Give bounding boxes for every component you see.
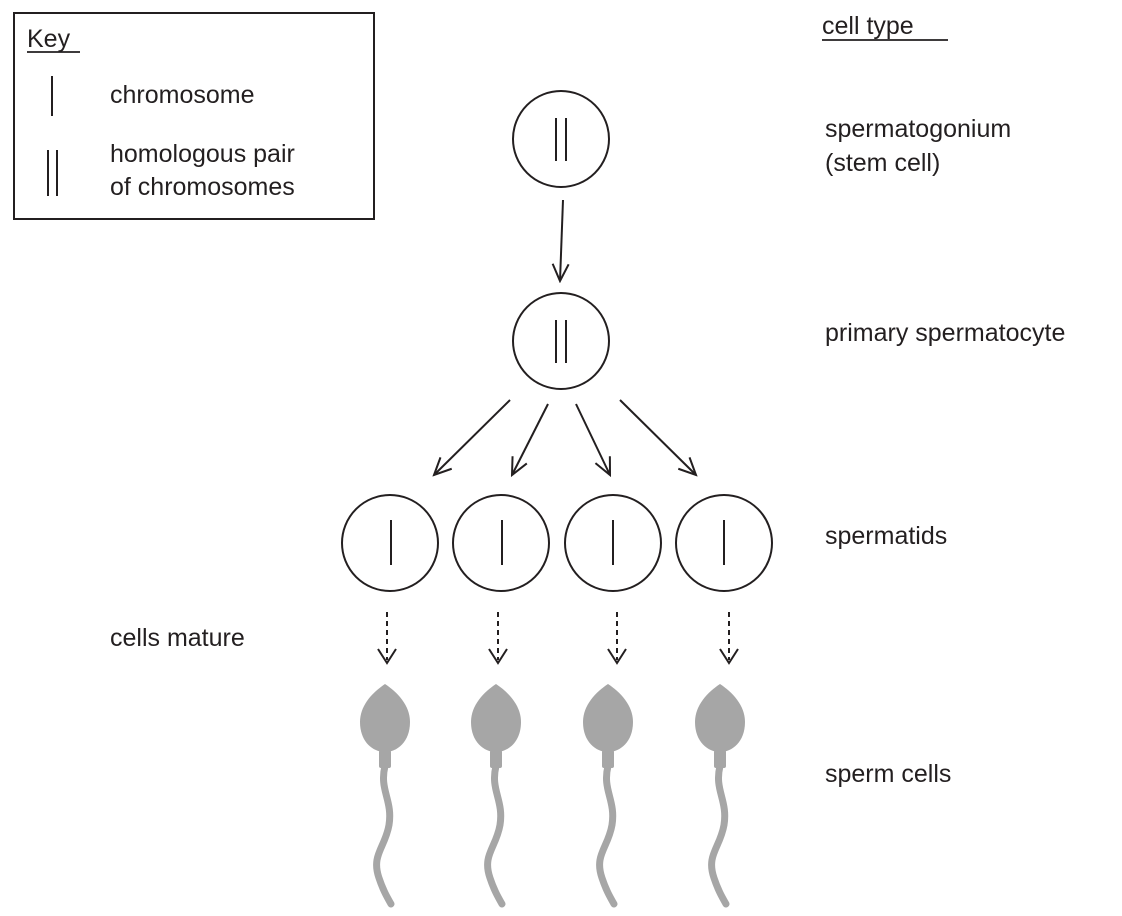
key-homologous-pair-label-line1: homologous pair — [110, 140, 295, 168]
maturation-arrows — [377, 612, 739, 665]
spermatid-cell-2 — [452, 494, 550, 592]
arrow-to-spermatid-2 — [512, 403, 549, 475]
sperm-cells-label: sperm cells — [825, 760, 951, 788]
spermatid-cell-4 — [675, 494, 773, 592]
cell-type-header: cell type — [822, 12, 914, 40]
spermatogonium-label-line2: (stem cell) — [825, 149, 940, 177]
sperm-cell-3 — [583, 684, 633, 908]
sperm-cell-1 — [360, 684, 410, 908]
key-chromosome-label: chromosome — [110, 81, 255, 109]
primary-spermatocyte-cell — [512, 292, 610, 390]
spermatids-label: spermatids — [825, 522, 947, 550]
key-title: Key — [27, 25, 71, 53]
arrow-to-spermatid-1 — [434, 399, 511, 475]
sperm-cell-4 — [695, 684, 745, 908]
key-box: Key chromosome homologous pair of chromo… — [13, 12, 375, 220]
key-homologous-pair-symbol — [47, 150, 58, 196]
arrow-to-primary-spermatocyte — [560, 199, 563, 281]
spermatogonium-cell — [512, 90, 610, 188]
cells-mature-label: cells mature — [110, 624, 245, 652]
spermatogonium-label-line1: spermatogonium — [825, 115, 1011, 143]
sperm-cell-2 — [471, 684, 521, 908]
spermatid-cell-1 — [341, 494, 439, 592]
arrow-to-spermatid-4 — [619, 399, 696, 475]
primary-spermatocyte-label: primary spermatocyte — [825, 319, 1065, 347]
key-border — [13, 12, 375, 220]
arrow-to-spermatid-3 — [575, 403, 610, 475]
key-homologous-pair-label-line2: of chromosomes — [110, 173, 295, 201]
spermatid-cell-3 — [564, 494, 662, 592]
